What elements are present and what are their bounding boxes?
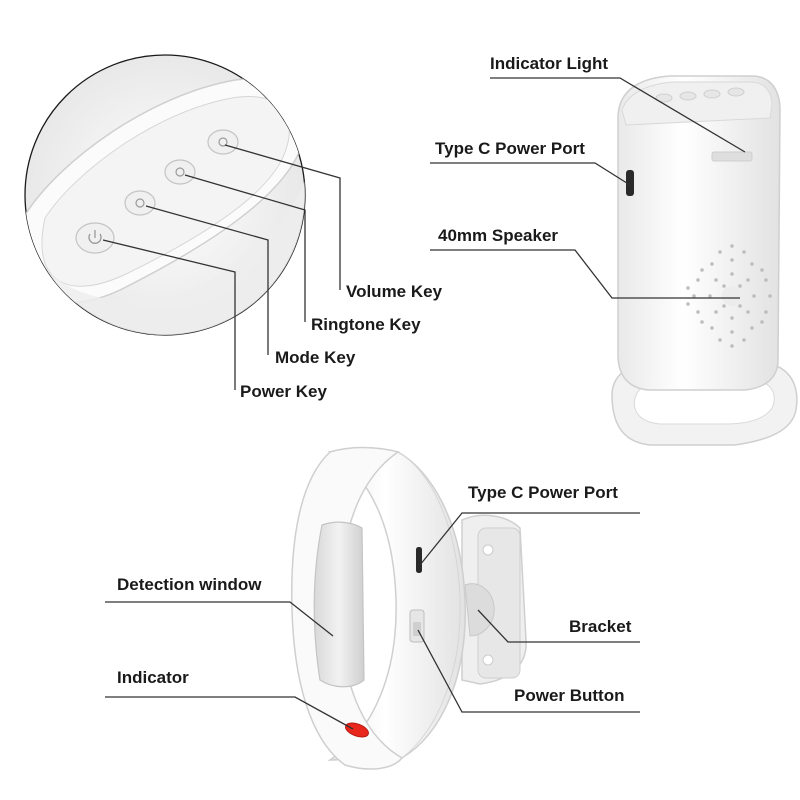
- keypad-magnifier: [24, 54, 306, 336]
- receiver-top-buttons: [655, 87, 745, 103]
- indicator-light-slot: [711, 151, 753, 162]
- detection-window-label: Detection window: [117, 575, 262, 594]
- type-c-port-icon: [626, 170, 634, 196]
- receiver-type-c-label: Type C Power Port: [435, 139, 585, 158]
- bracket-label: Bracket: [569, 617, 632, 636]
- indicator-light-label: Indicator Light: [490, 54, 609, 73]
- indicator-led: [345, 722, 369, 738]
- receiver-leader-lines: [430, 77, 746, 299]
- detection-window-lens: [313, 521, 365, 688]
- power-button-label: Power Button: [514, 686, 625, 705]
- indicator-label: Indicator: [117, 668, 189, 687]
- ringtone-key-icon: [164, 159, 196, 185]
- speaker-grille-icon: [686, 244, 772, 348]
- power-key-icon: [75, 222, 115, 254]
- receiver-device: [611, 75, 798, 446]
- sensor-type-c-label: Type C Power Port: [468, 483, 618, 502]
- keypad-leader-lines: [102, 144, 341, 390]
- power-key-label: Power Key: [240, 382, 327, 401]
- mode-key-icon: [124, 190, 156, 216]
- sensor-leader-lines: [105, 512, 640, 730]
- sensor-type-c-port-icon: [416, 547, 422, 573]
- speaker-label: 40mm Speaker: [438, 226, 559, 245]
- mode-key-label: Mode Key: [275, 348, 356, 367]
- volume-key-icon: [207, 129, 239, 155]
- volume-key-label: Volume Key: [346, 282, 443, 301]
- ringtone-key-label: Ringtone Key: [311, 315, 421, 334]
